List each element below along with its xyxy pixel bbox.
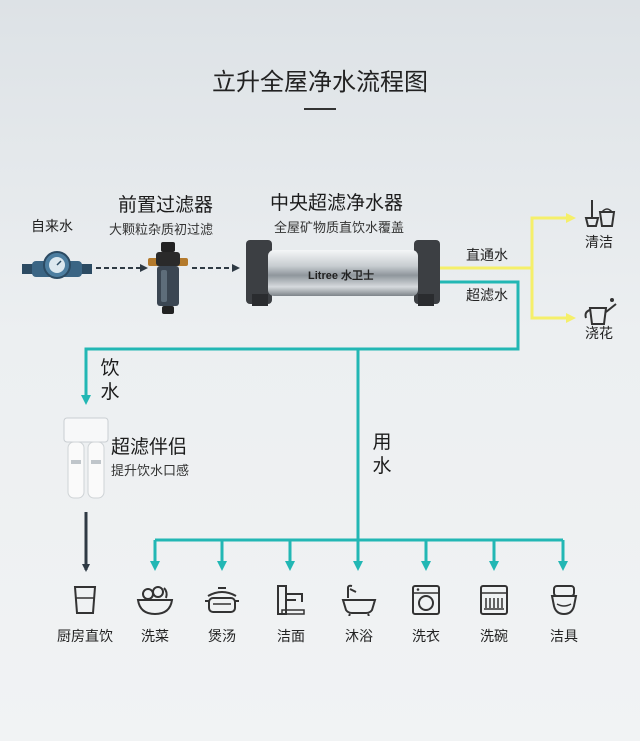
water-meter-icon [22,251,92,279]
title-underline [304,108,336,110]
glass-icon [73,586,97,614]
use-water-vertical-label: 用 水 [370,430,394,478]
companion-title: 超滤伴侣 [111,436,188,458]
dishwasher-icon [480,585,508,615]
mop-bucket-icon [584,200,616,227]
prefilter-title: 前置过滤器 [118,194,214,216]
outlet-arrows [150,540,568,571]
faucet-icon [277,585,305,615]
pot-icon [205,587,239,613]
drink-char-2: 水 [100,381,120,403]
outlet-label-bath: 沐浴 [345,629,373,645]
prefilter-subtitle: 大颗粒杂质初过滤 [109,223,214,238]
outlet-label-dishes: 洗碗 [480,629,508,645]
drink-char-1: 饮 [100,357,120,379]
outlet-label-laundry: 洗衣 [412,629,440,645]
ultra-water-label: 超滤水 [466,288,508,304]
use-char-1: 用 [372,431,392,453]
central-brand-cn: 水卫士 [340,270,374,282]
page-title: 立升全屋净水流程图 [212,68,428,96]
vegetable-basin-icon [136,586,174,616]
outlet-label-soup: 煲汤 [208,629,236,645]
drink-water-vertical-label: 饮 水 [98,356,122,404]
water-plants-label: 浇花 [585,326,613,342]
watering-can-icon [584,298,617,325]
ultra-water-main-line [81,280,520,405]
washing-machine-icon [412,585,440,615]
use-char-2: 水 [372,455,392,477]
direct-water-label: 直通水 [466,248,508,264]
direct-to-clean-line [530,213,576,268]
outlet-label-kitchen: 厨房直饮 [57,629,113,645]
direct-to-water-plants-line [530,268,576,323]
outlet-label-sanitary: 洁具 [550,629,578,645]
outlet-label-face: 洁面 [277,629,305,645]
companion-filter-icon [63,417,109,499]
toilet-icon [550,585,578,616]
central-title: 中央超滤净水器 [270,192,404,214]
outlet-label-wash-veg: 洗菜 [141,629,169,645]
clean-label: 清洁 [585,235,613,251]
companion-subtitle: 提升饮水口感 [111,464,190,479]
shower-bath-icon [341,584,377,616]
central-subtitle: 全屋矿物质直饮水覆盖 [274,221,405,236]
central-brand: Litree [308,270,338,282]
source-label: 自来水 [31,219,73,235]
prefilter-device-icon [148,242,188,314]
